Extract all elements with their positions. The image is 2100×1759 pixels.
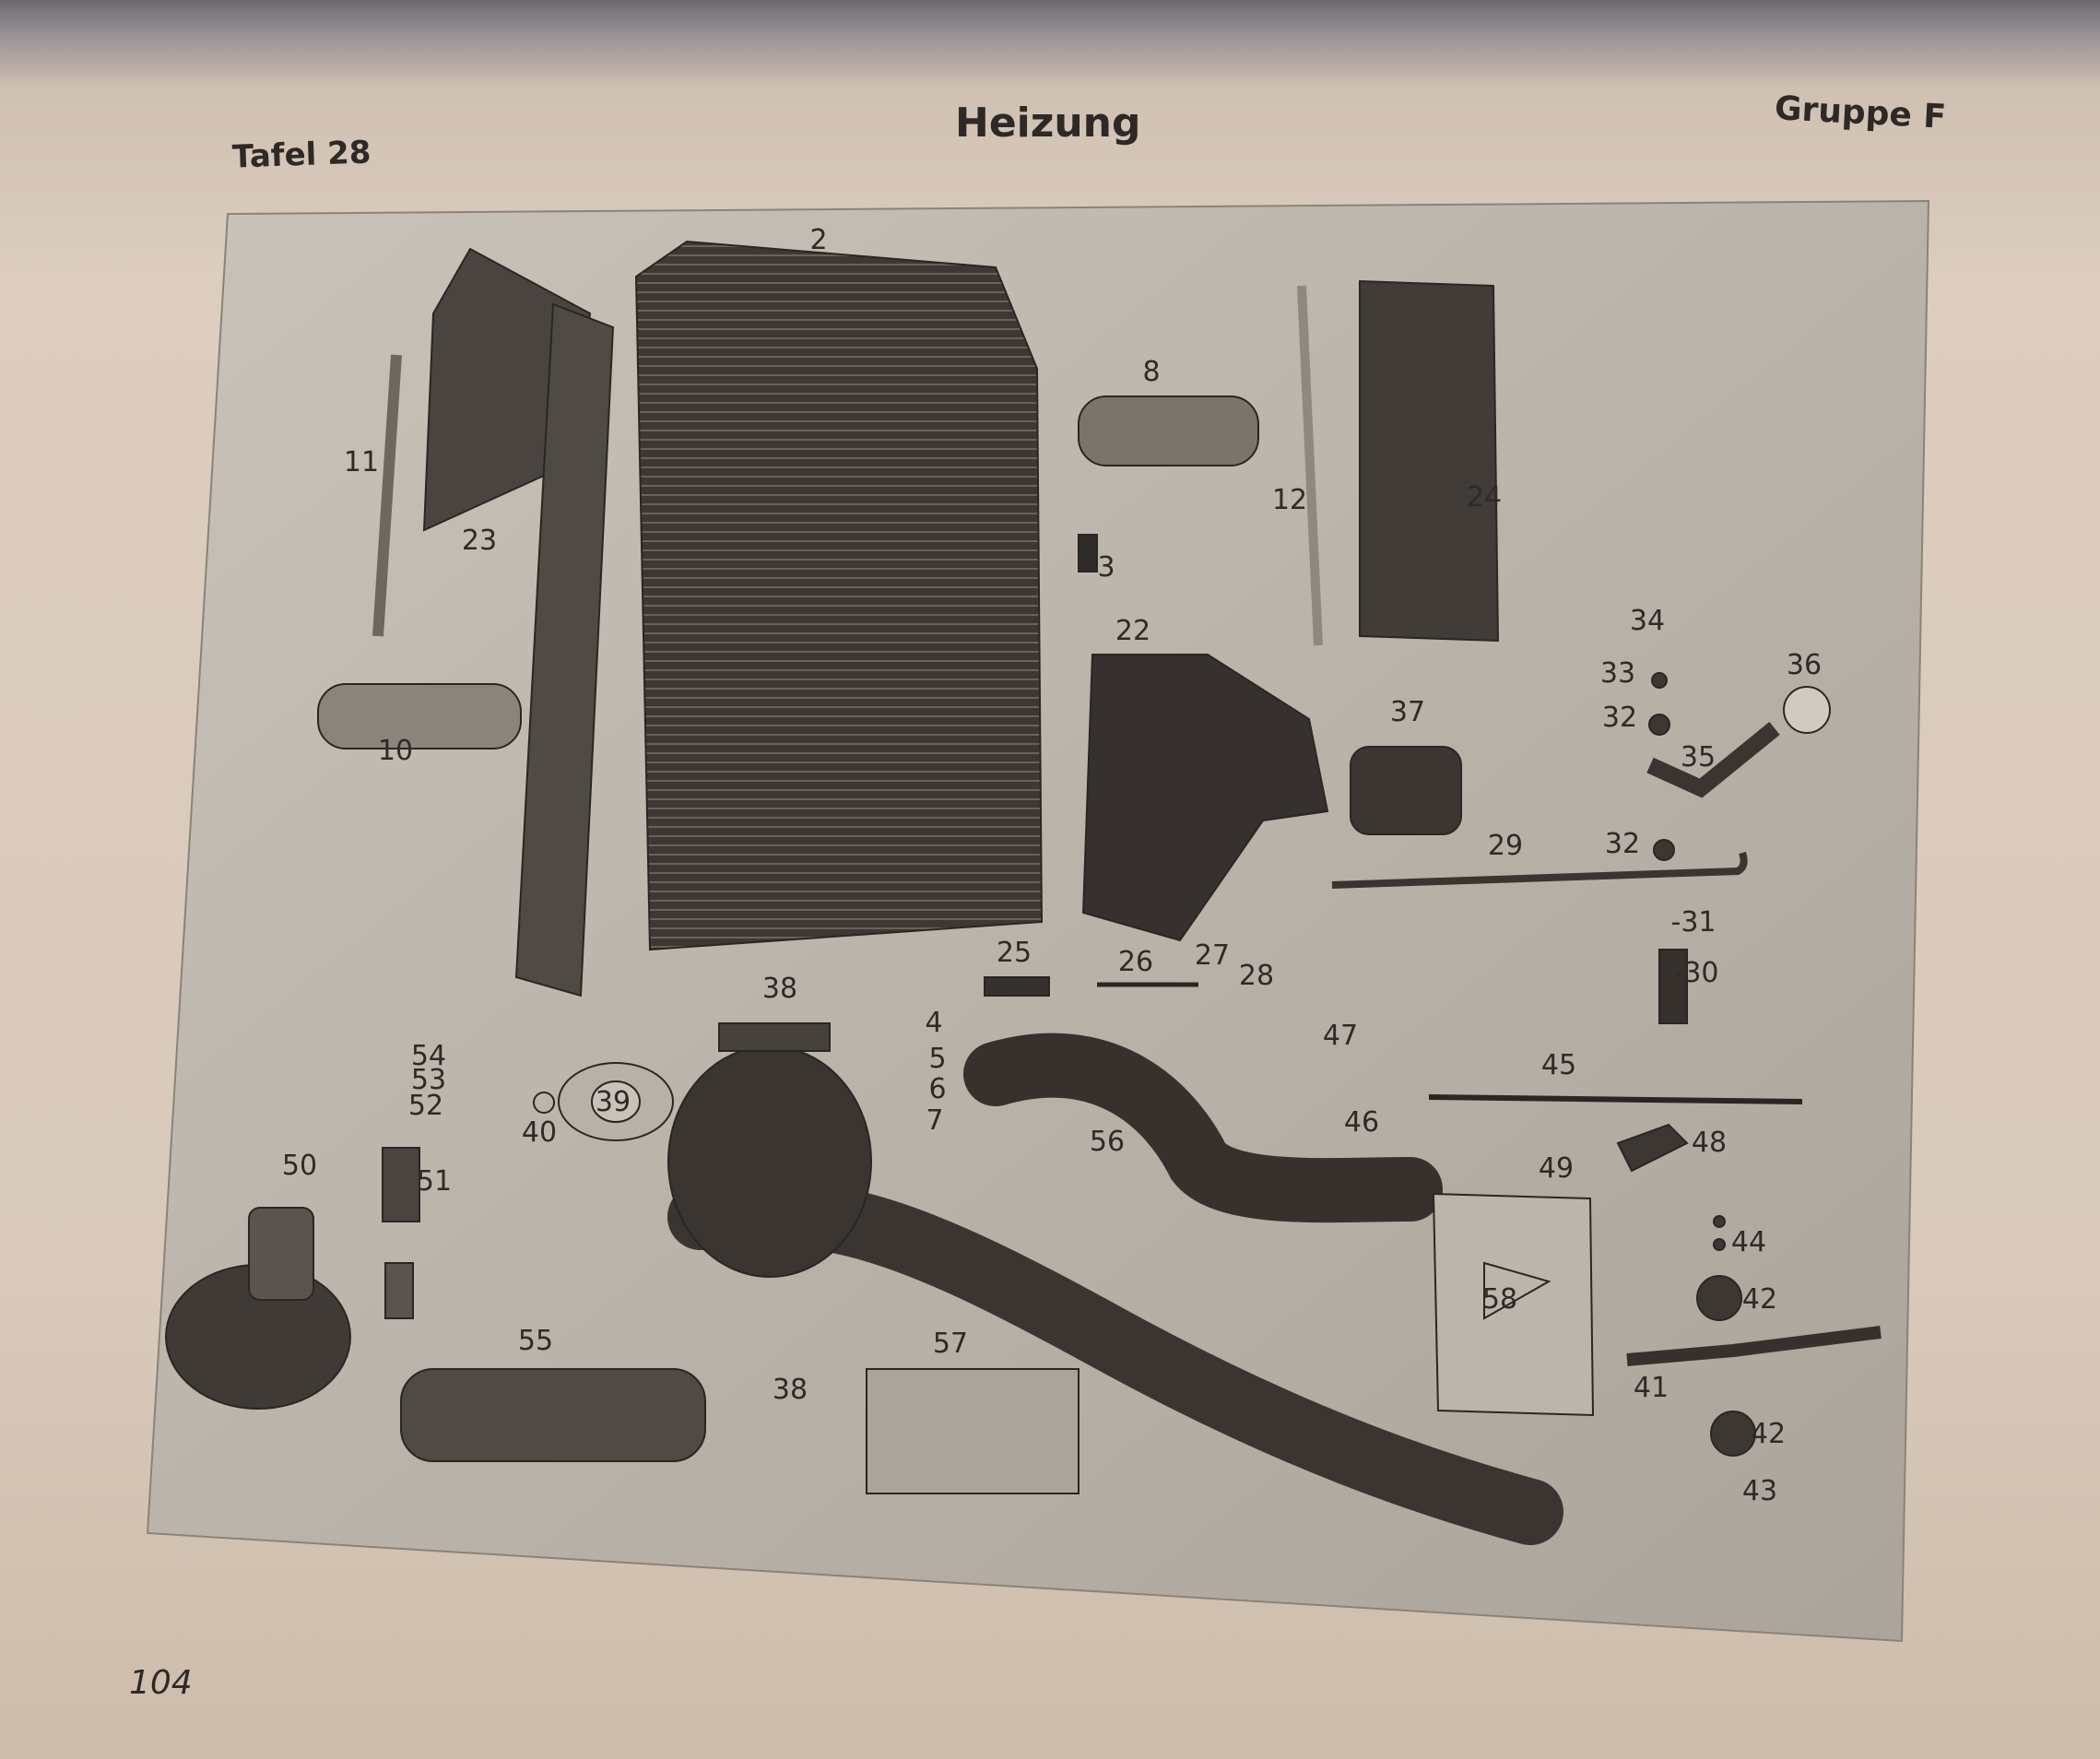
callout-label: 41: [1634, 1372, 1669, 1404]
callout-label: 33: [1600, 657, 1635, 690]
callout-label: 29: [1488, 830, 1523, 862]
callout-label: 48: [1692, 1127, 1727, 1159]
part-mat-57: [866, 1368, 1079, 1494]
callout-label: 4: [925, 1007, 942, 1039]
callout-label: 49: [1539, 1152, 1574, 1185]
callout-label: 34: [1630, 605, 1665, 637]
callout-label: 57: [933, 1328, 968, 1360]
parts: [165, 240, 1882, 1545]
callout-label: 6: [928, 1073, 946, 1105]
page-number: 104: [129, 1664, 193, 1702]
callout-label: 52: [408, 1090, 443, 1122]
callout-label: 42: [1742, 1283, 1777, 1316]
page-title: Heizung: [955, 100, 1141, 147]
callout-label: 28: [1239, 960, 1274, 992]
callout-label: 37: [1390, 696, 1425, 728]
callout-label: 32: [1605, 828, 1640, 860]
callout-label: -31: [1671, 906, 1717, 939]
callout-label: -30: [1674, 957, 1719, 989]
callout-label: 35: [1681, 741, 1716, 773]
callout-label: 38: [773, 1374, 808, 1406]
callout-label: 42: [1751, 1418, 1786, 1450]
callout-label: 36: [1787, 649, 1822, 681]
callout-label: 39: [596, 1086, 631, 1118]
part-sleeve-37: [1350, 746, 1462, 835]
callout-label: 32: [1602, 702, 1637, 734]
callout-label: 5: [928, 1043, 946, 1075]
callout-label: 11: [344, 446, 379, 478]
callout-label: 43: [1742, 1475, 1777, 1507]
callout-label: 8: [1142, 356, 1160, 388]
callout-label: 27: [1195, 939, 1230, 972]
callout-label: 2: [809, 224, 827, 256]
callout-label: 26: [1118, 946, 1153, 978]
callout-label: 55: [518, 1325, 553, 1357]
callout-label: 44: [1731, 1226, 1766, 1258]
callout-label: 51: [417, 1165, 452, 1198]
part-plate-24: [1359, 279, 1500, 643]
callout-label: 3: [1097, 551, 1115, 584]
callout-label: 45: [1541, 1049, 1576, 1081]
part-duct-long: [514, 302, 615, 998]
callout-label: 10: [378, 735, 413, 767]
part-hose-8: [1078, 395, 1259, 466]
callout-label: 40: [522, 1116, 557, 1149]
part-housing-22: [1081, 654, 1329, 942]
part-heater-38: [667, 1045, 872, 1278]
callout-label: 50: [282, 1150, 317, 1182]
callout-label: 54: [411, 1040, 446, 1072]
callout-label: 58: [1482, 1283, 1517, 1316]
callout-label: 22: [1115, 615, 1150, 647]
part-radiator: [634, 240, 1044, 951]
part-hose-10: [317, 683, 522, 750]
callout-label: 46: [1344, 1106, 1379, 1139]
callout-label: 25: [997, 937, 1032, 969]
callout-label: 38: [762, 973, 797, 1005]
callout-label: 47: [1323, 1020, 1358, 1052]
callout-label: 24: [1467, 481, 1502, 514]
callout-label: 56: [1090, 1126, 1125, 1158]
part-plate-58: [1432, 1192, 1595, 1417]
callout-label: 12: [1272, 484, 1307, 516]
callout-label: 53: [411, 1064, 446, 1096]
callout-label: 7: [926, 1104, 943, 1137]
callout-label: 23: [462, 525, 497, 557]
part-hose-55: [400, 1368, 706, 1462]
